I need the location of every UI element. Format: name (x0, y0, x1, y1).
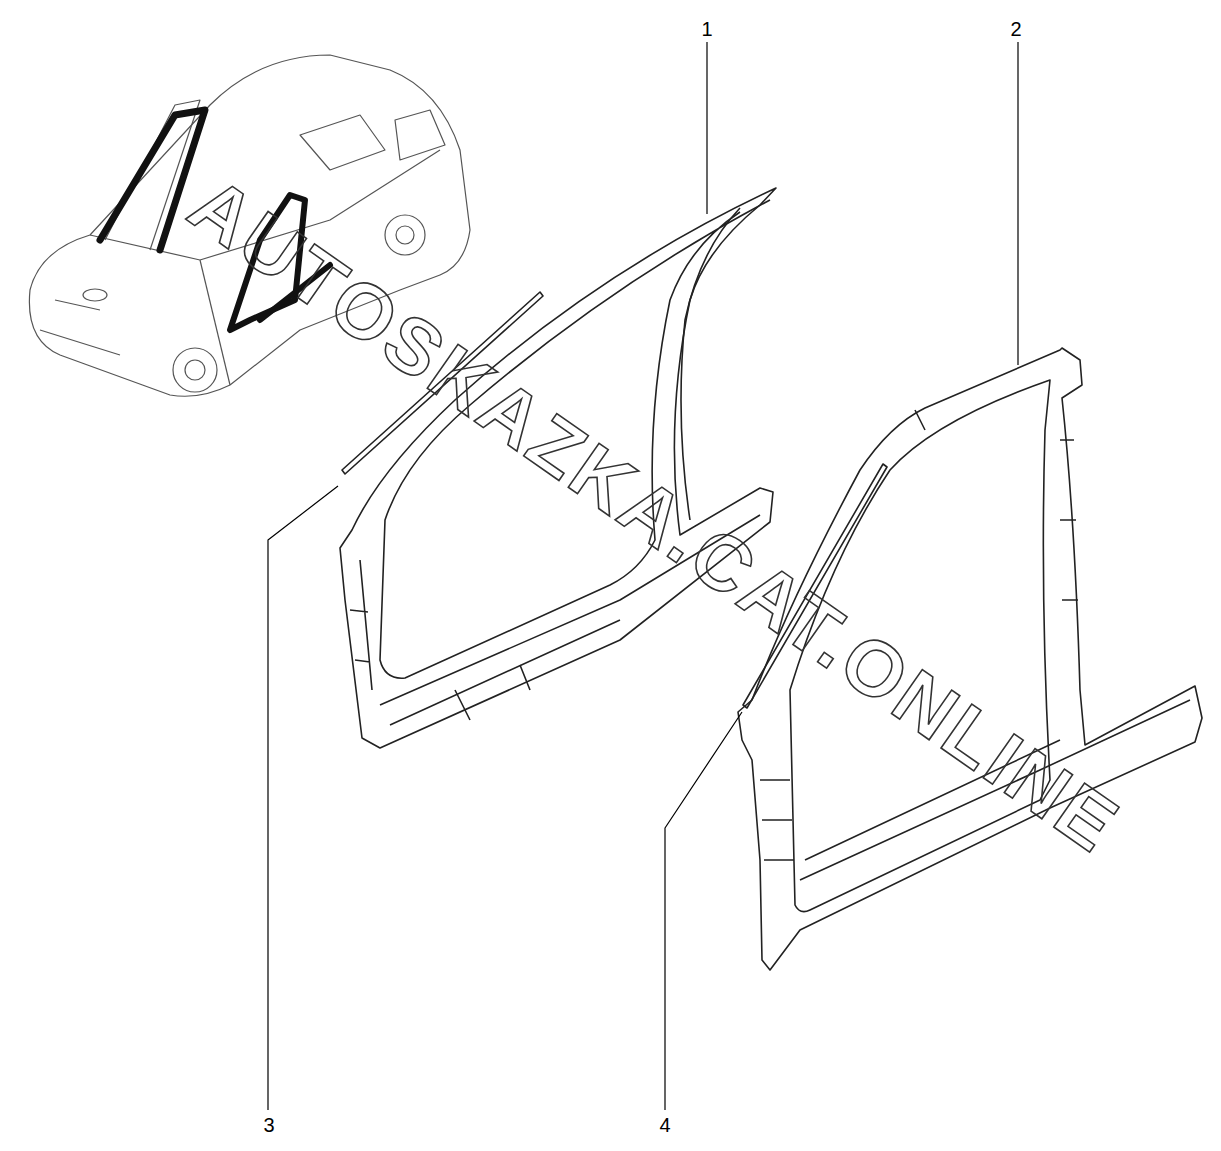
callout-number: 4 (659, 1115, 670, 1135)
watermark: AUTOSKAZKA.CAT.ONLINE (177, 164, 1133, 866)
callout-number: 2 (1010, 19, 1021, 39)
callout-number: 3 (263, 1115, 274, 1135)
leader-lines (268, 42, 1018, 1110)
callout-number: 1 (701, 19, 712, 39)
